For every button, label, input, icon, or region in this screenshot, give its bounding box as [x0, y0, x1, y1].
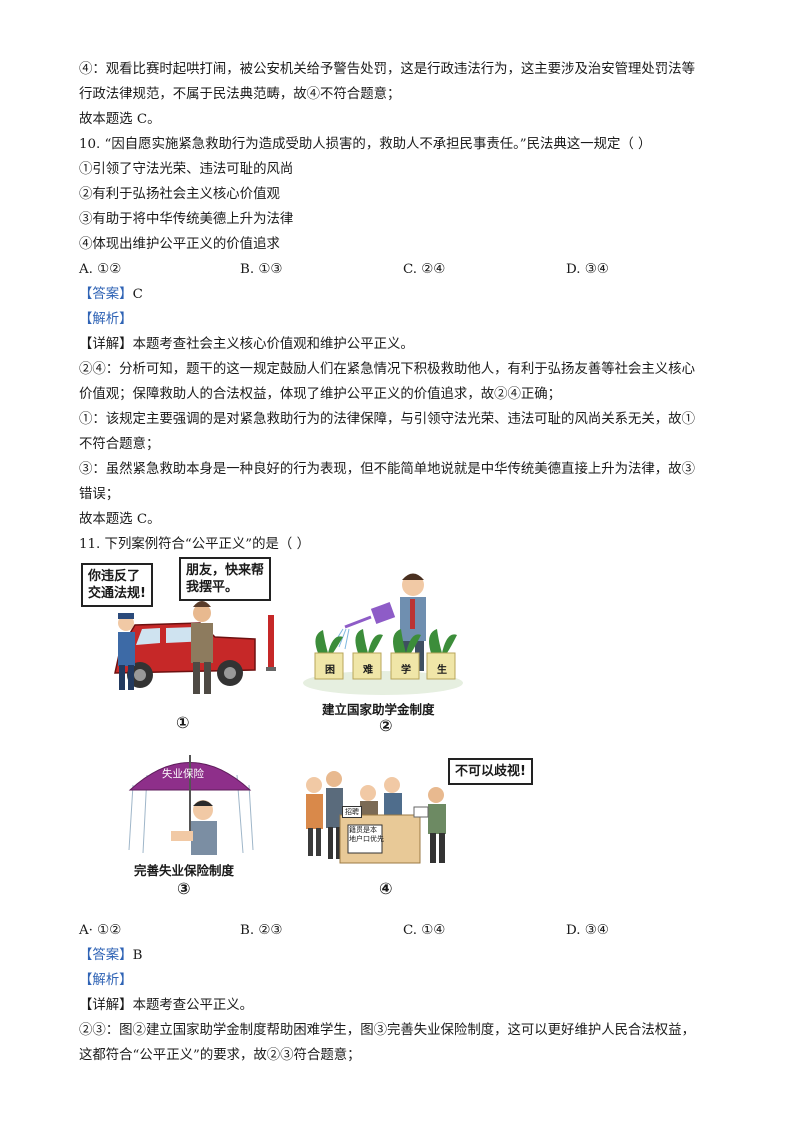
- statement-2: ②有利于弘扬社会主义核心价值观: [79, 187, 280, 202]
- explanation-line: ②④：分析可知，题干的这一规定鼓励人们在紧急情况下积极救助他人，有利于弘扬友善等…: [79, 362, 695, 377]
- explanation-line: ③：虽然紧急救助本身是一种良好的行为表现，但不能简单地说就是中华传统美德直接上升…: [79, 462, 695, 477]
- speech-bubble: 不可以歧视!: [448, 758, 533, 785]
- option-c: C. ①④: [403, 923, 446, 938]
- explanation-line: 价值观；保障救助人的合法权益，体现了维护公平正义的价值追求，故②④正确；: [79, 387, 562, 402]
- option-a: A. ①②: [79, 262, 122, 277]
- pot-label: 学: [401, 665, 411, 676]
- explanation-line: ①：该规定主要强调的是对紧急救助行为的法律保障，与引领守法光荣、违法可耻的风尚关…: [79, 412, 695, 427]
- desk-sign-text: 籍贯是本 地户口优先: [349, 826, 384, 843]
- explanation-line: 错误；: [79, 487, 120, 502]
- figure-caption: 完善失业保险制度: [134, 863, 235, 878]
- analysis-tag: 【解析】: [79, 312, 133, 327]
- question-10-stem: 10. “因自愿实施紧急救助行为造成受助人损害的，救助人不承担民事责任。”民法典…: [79, 137, 652, 152]
- detail-tag: 【详解】: [79, 998, 133, 1013]
- detail-line: 【详解】本题考查社会主义核心价值观和维护公平正义。: [79, 337, 414, 352]
- answer-value: B: [132, 948, 143, 963]
- option-b: B. ②③: [240, 923, 283, 938]
- speech-bubble: 你违反了 交通法规!: [81, 563, 153, 607]
- answer-tag: 【答案】: [79, 287, 133, 302]
- option-d: D. ③④: [566, 262, 609, 277]
- question-11-stem: 11. 下列案例符合“公平正义”的是（ ）: [79, 537, 310, 552]
- answer-line: 【答案】C: [79, 285, 729, 305]
- figure-number: ③: [177, 879, 191, 898]
- statement-3: ③有助于将中华传统美德上升为法律: [79, 212, 294, 227]
- option-d: D. ③④: [566, 923, 609, 938]
- answer-tag: 【答案】: [79, 948, 133, 963]
- answer-line: 【答案】B: [79, 946, 729, 966]
- option-a: A· ①②: [79, 923, 122, 938]
- explanation-line: 这都符合“公平正义”的要求，故②③符合题意；: [79, 1048, 361, 1063]
- pot-label: 困: [325, 665, 335, 676]
- explanation-line: 不符合题意；: [79, 437, 160, 452]
- text-line: ④：观看比赛时起哄打闹，被公安机关给予警告处罚，这是行政违法行为，这主要涉及治安…: [79, 62, 695, 77]
- analysis-tag: 【解析】: [79, 973, 133, 988]
- umbrella-label: 失业保险: [162, 768, 204, 780]
- answer-value: C: [132, 287, 143, 302]
- figure-caption: 建立国家助学金制度: [322, 702, 435, 717]
- option-b: B. ①③: [240, 262, 283, 277]
- option-c: C. ②④: [403, 262, 446, 277]
- figure-number: ②: [379, 716, 393, 735]
- figure-number: ①: [176, 713, 190, 732]
- explanation-line: ②③：图②建立国家助学金制度帮助困难学生，图③完善失业保险制度，这可以更好维护人…: [79, 1023, 695, 1038]
- pot-label: 生: [437, 665, 447, 676]
- explanation-line: 故本题选 C。: [79, 512, 161, 527]
- statement-1: ①引领了守法光荣、违法可耻的风尚: [79, 162, 294, 177]
- text-line: 故本题选 C。: [79, 112, 161, 127]
- detail-tag: 【详解】: [79, 337, 133, 352]
- text-line: 行政法律规范，不属于民法典范畴，故④不符合题意；: [79, 87, 401, 102]
- detail-line: 【详解】本题考查公平正义。: [79, 998, 254, 1013]
- pot-label: 难: [363, 665, 373, 676]
- figure-number: ④: [379, 879, 393, 898]
- statement-4: ④体现出维护公平正义的价值追求: [79, 237, 280, 252]
- desk-sign: 招聘: [342, 806, 362, 818]
- speech-bubble: 朋友，快来帮 我摆平。: [179, 557, 272, 601]
